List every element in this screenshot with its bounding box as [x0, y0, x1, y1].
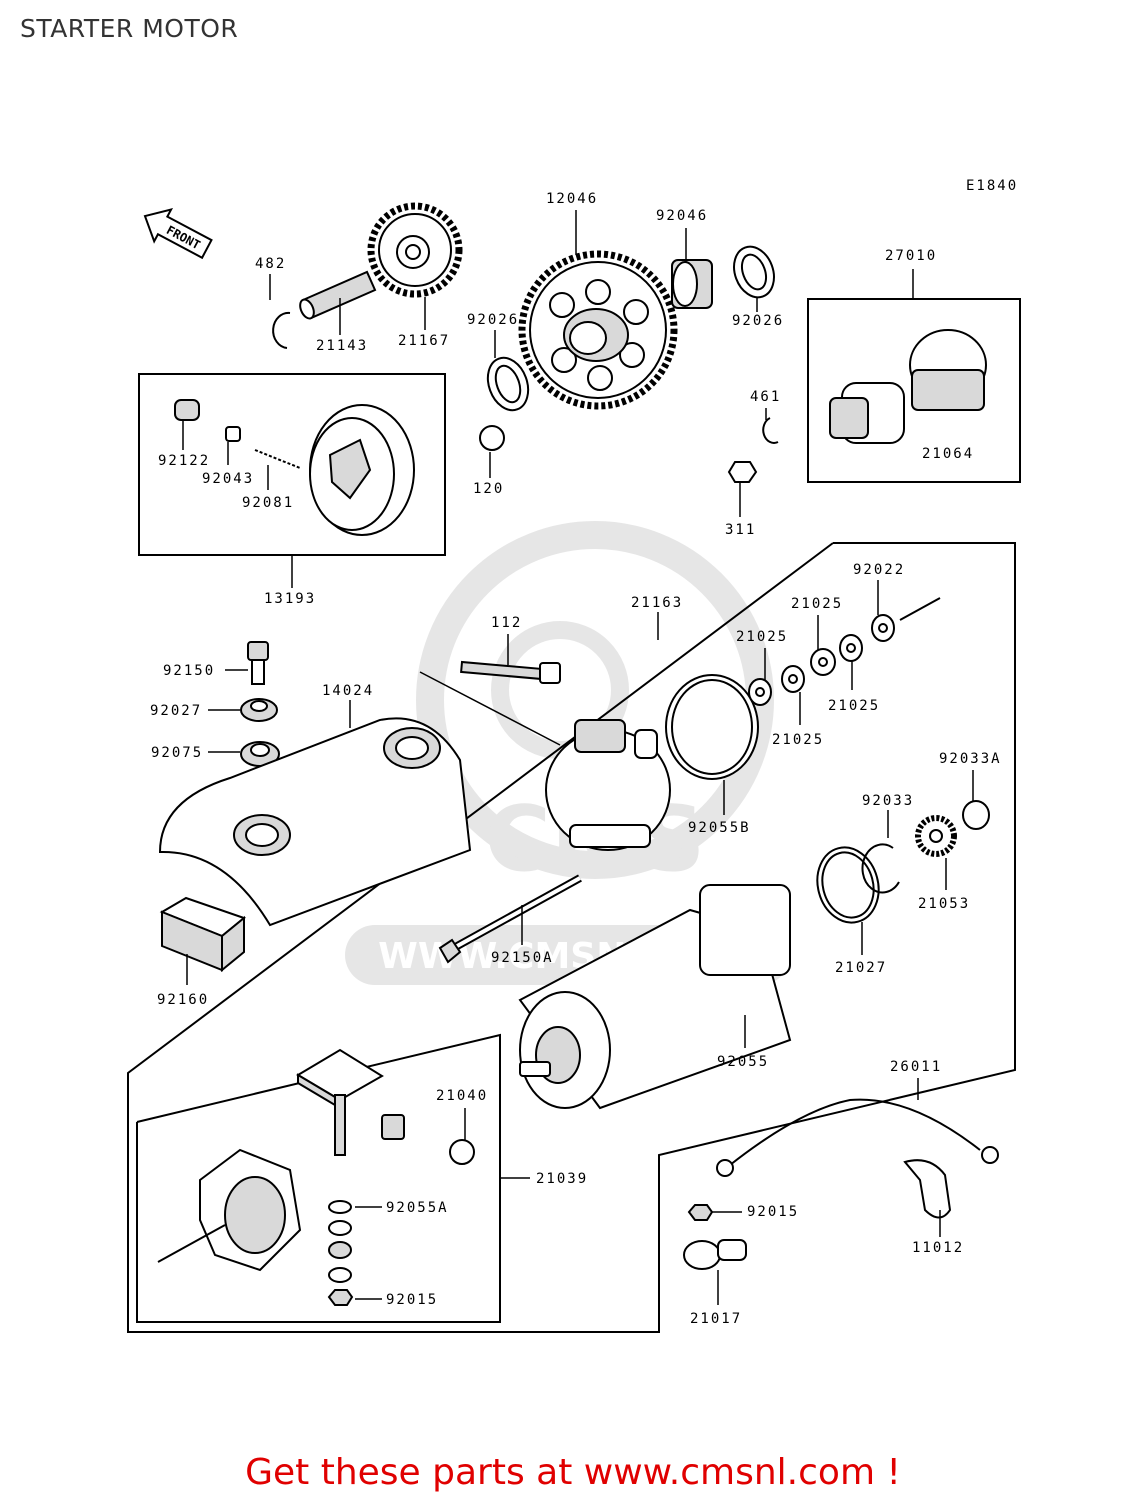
label-92026-top: 92026 — [732, 313, 784, 329]
label-482: 482 — [255, 256, 286, 272]
solenoid-27010 — [727, 329, 987, 483]
page-title: STARTER MOTOR — [20, 14, 239, 43]
label-311: 311 — [725, 522, 756, 538]
label-461: 461 — [750, 389, 781, 405]
cable-26011 — [683, 1098, 999, 1270]
circlip-92033A — [962, 800, 990, 830]
label-21040: 21040 — [436, 1088, 488, 1104]
label-21025-a: 21025 — [791, 596, 843, 612]
hardware-left — [240, 641, 280, 767]
label-21027: 21027 — [835, 960, 887, 976]
block-92160 — [159, 896, 247, 973]
label-21039: 21039 — [536, 1171, 588, 1187]
washers-21025 — [748, 597, 941, 706]
frame-27010 — [807, 298, 1021, 483]
label-92022: 92022 — [853, 562, 905, 578]
label-92075: 92075 — [151, 745, 203, 761]
label-112: 112 — [491, 615, 522, 631]
label-21163: 21163 — [631, 595, 683, 611]
label-92043: 92043 — [202, 471, 254, 487]
oring-21027 — [816, 846, 880, 924]
bolt-112 — [460, 660, 561, 684]
label-26011: 26011 — [890, 1059, 942, 1075]
label-92055B: 92055B — [688, 820, 751, 836]
label-92150: 92150 — [163, 663, 215, 679]
frame-lines — [127, 298, 1021, 1333]
oring-92055B — [665, 674, 759, 780]
label-92055A: 92055A — [386, 1200, 449, 1216]
label-21053: 21053 — [918, 896, 970, 912]
circlip-482 — [272, 311, 291, 349]
label-92015-a: 92015 — [386, 1292, 438, 1308]
label-92033A: 92033A — [939, 751, 1002, 767]
label-92026-mid: 92026 — [467, 312, 519, 328]
label-120: 120 — [473, 481, 504, 497]
diagram-code: E1840 — [966, 178, 1018, 194]
brush-holder-21039 — [157, 1048, 475, 1306]
label-27010: 27010 — [885, 248, 937, 264]
gear-12046 — [518, 250, 678, 410]
frame-starter-assembly — [127, 542, 1016, 1333]
label-21017: 21017 — [690, 1311, 742, 1327]
part-labels: 482 21143 21167 12046 92046 92026 92026 … — [150, 191, 1002, 1327]
cover-14024 — [158, 717, 472, 927]
label-92150A: 92150A — [491, 950, 554, 966]
label-92055: 92055 — [717, 1054, 769, 1070]
label-21167: 21167 — [398, 333, 450, 349]
shaft-21143 — [299, 270, 377, 320]
motor-92055 — [518, 884, 792, 1110]
label-92027: 92027 — [150, 703, 202, 719]
label-12046: 12046 — [546, 191, 598, 207]
gear-21167 — [367, 202, 463, 298]
end-cover-21163 — [545, 719, 671, 851]
label-92033: 92033 — [862, 793, 914, 809]
label-21143: 21143 — [316, 338, 368, 354]
label-92015-b: 92015 — [747, 1204, 799, 1220]
label-14024: 14024 — [322, 683, 374, 699]
label-21025-c: 21025 — [828, 698, 880, 714]
leader-lines — [182, 210, 974, 1305]
circlip-92033 — [861, 843, 900, 894]
clutch-13193 — [174, 399, 505, 536]
front-arrow: FRONT — [143, 208, 213, 260]
label-21025-b: 21025 — [736, 629, 788, 645]
frame-21039 — [136, 1033, 501, 1323]
label-92081: 92081 — [242, 495, 294, 511]
label-13193: 13193 — [264, 591, 316, 607]
label-92160: 92160 — [157, 992, 209, 1008]
label-21064: 21064 — [922, 446, 974, 462]
bolt-92150A — [438, 874, 582, 964]
promo-link[interactable]: Get these parts at www.cmsnl.com ! — [245, 1452, 901, 1493]
label-21025-d: 21025 — [772, 732, 824, 748]
label-92122: 92122 — [158, 453, 210, 469]
label-11012: 11012 — [912, 1240, 964, 1256]
label-92046: 92046 — [656, 208, 708, 224]
bearing-92046 — [671, 259, 713, 309]
